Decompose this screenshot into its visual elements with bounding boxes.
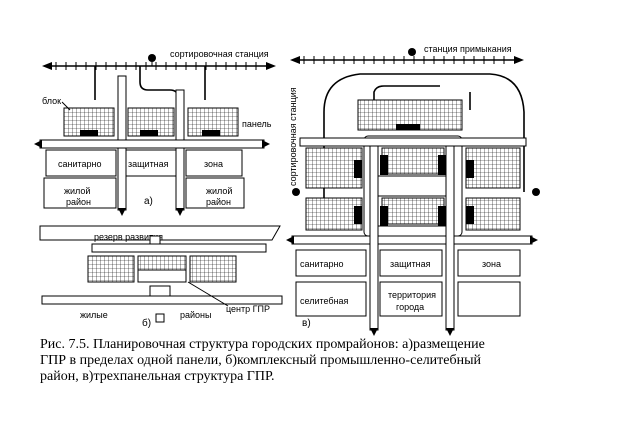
caption-line-1: Рис. 7.5. Планировочная структура городс… (40, 337, 485, 352)
block-c-right1 (465, 147, 521, 189)
marker-c: в) (302, 318, 311, 329)
label-reserve: резерв развития (94, 232, 163, 242)
label-residential-c: селитебная (300, 296, 349, 306)
label-panel: панель (242, 119, 272, 129)
label-sanitary-c: санитарно (300, 259, 344, 269)
block-c-left1 (305, 147, 363, 189)
block-c-left2 (305, 197, 363, 231)
label-block: блок (42, 96, 61, 106)
block-b3 (189, 255, 237, 283)
road-a-main (39, 139, 265, 149)
caption: Рис. 7.5. Планировочная структура городс… (40, 337, 485, 384)
label-sanitary-a: санитарно (58, 159, 102, 169)
label-zone-a: зона (204, 159, 223, 169)
label-residential-b: жилые (80, 310, 108, 320)
label-protective-c: защитная (390, 259, 431, 269)
block-c-right2 (465, 197, 521, 231)
panel-b: резерв развития жилые районы центр ГПР б… (39, 225, 283, 329)
marker-a: а) (144, 196, 153, 207)
station-marker-icon (292, 188, 300, 196)
marker-b: б) (142, 317, 151, 329)
road-a-right (175, 89, 185, 211)
station-marker-icon (532, 188, 540, 196)
reserve-strip (91, 243, 267, 253)
railway-ties (303, 56, 505, 64)
label-districts-b: районы (180, 310, 211, 320)
road-c-main (291, 235, 533, 245)
label-junction-station: станция примыкания (424, 44, 512, 54)
label-zone-c: зона (482, 259, 501, 269)
road-b (41, 295, 283, 305)
label-gpr-center: центр ГПР (226, 304, 270, 314)
block-b1 (87, 255, 135, 283)
station-marker-icon (408, 48, 416, 56)
arrow-right-icon (266, 62, 276, 70)
arrow-left-icon (42, 62, 52, 70)
gpr-center-block (137, 269, 187, 283)
label-protective-a: защитная (128, 159, 169, 169)
panel-a: сортировочная станция блок панель санита… (34, 49, 276, 216)
label-sort-station: сортировочная станция (170, 49, 269, 59)
panel-c: станция примыкания сортировочная станция (286, 44, 540, 336)
label-sorting-vertical: сортировочная станция (288, 87, 298, 186)
caption-line-2: ГПР в пределах одной панели, б)комплексн… (40, 353, 482, 368)
railway-ties (55, 62, 257, 70)
caption-line-3: район, в)трехпанельная структура ГПР. (40, 369, 275, 384)
station-marker-icon (148, 54, 156, 62)
